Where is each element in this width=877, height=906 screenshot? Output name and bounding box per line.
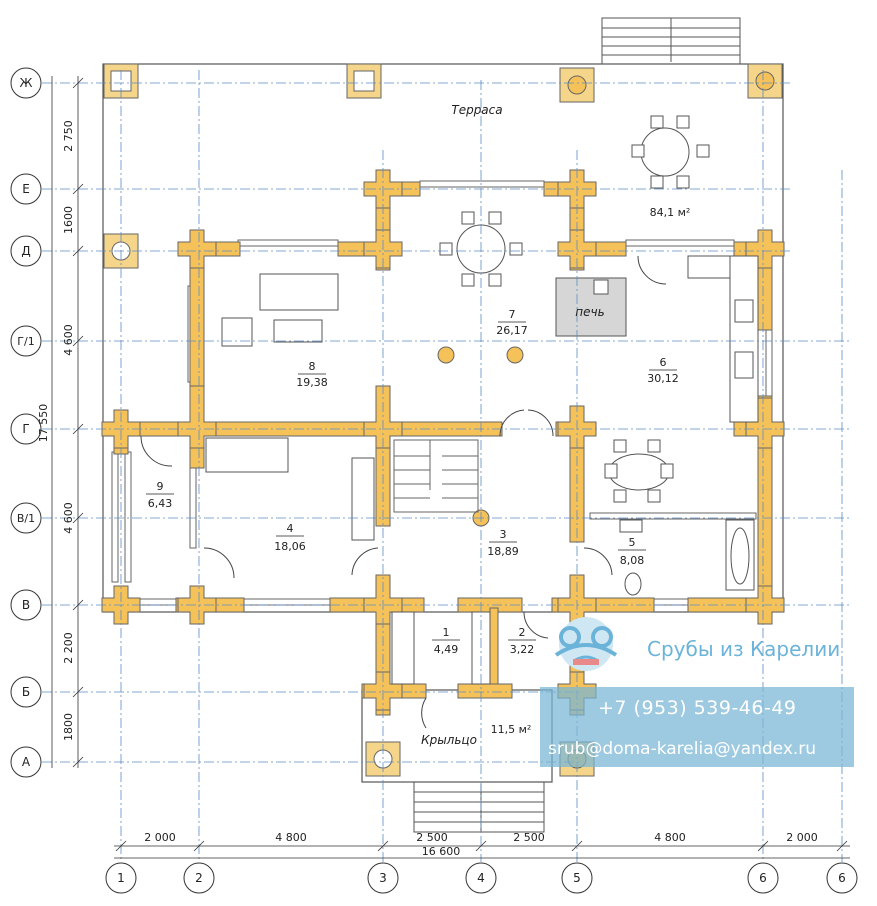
room-area: 4,49 — [434, 643, 459, 656]
dim-left: 4 600 — [62, 502, 75, 534]
dimension-lines — [51, 76, 850, 859]
axis-col-label: 5 — [573, 871, 581, 885]
furniture — [205, 115, 759, 685]
stairs — [393, 439, 479, 513]
room-area: 84,1 м² — [650, 206, 691, 219]
axis-row-label: Г/1 — [17, 335, 34, 348]
room-area: 19,38 — [296, 376, 328, 389]
terrace-steps — [601, 17, 741, 65]
dim-left-total: 17 550 — [37, 404, 50, 443]
room-number: 6 — [660, 356, 667, 369]
room-area: 26,17 — [496, 324, 528, 337]
dim-left: 2 200 — [62, 632, 75, 664]
room-number: 3 — [500, 528, 507, 541]
row-axis-labels: Ж Е Д Г/1 Г В/1 В Б А — [17, 76, 35, 769]
row-axis-markers — [10, 67, 42, 778]
room-area: 3,22 — [510, 643, 535, 656]
axis-col-label: 1 — [117, 871, 125, 885]
dim-bottom: 2 500 — [416, 831, 448, 844]
doors — [140, 255, 667, 729]
room-area: 18,06 — [274, 540, 306, 553]
axis-col-label: 3 — [379, 871, 387, 885]
axis-row-label: Г — [22, 422, 29, 436]
room-number: 1 — [443, 626, 450, 639]
axis-col-label: 2 — [195, 871, 203, 885]
dim-left: 4 600 — [62, 324, 75, 356]
left-dimensions: 2 750 1600 4 600 4 600 2 200 1800 17 550 — [37, 120, 75, 741]
email-address[interactable]: srub@doma-karelia@yandex.ru — [548, 739, 817, 759]
room-area: 30,12 — [647, 372, 679, 385]
axis-row-label: А — [22, 755, 31, 769]
dim-bottom: 2 500 — [513, 831, 545, 844]
room-number: 7 — [509, 308, 516, 321]
brand-name: Срубы из Карелии — [647, 637, 841, 661]
col-axis-markers — [105, 862, 858, 894]
dim-bottom: 2 000 — [786, 831, 818, 844]
col-axis-labels: 1 2 3 4 5 6 6 — [117, 871, 846, 885]
dim-left: 2 750 — [62, 120, 75, 152]
contact-band — [540, 687, 854, 767]
axis-grid — [42, 70, 850, 862]
room-number: 2 — [519, 626, 526, 639]
phone-number[interactable]: +7 (953) 539-46-49 — [598, 697, 797, 719]
axis-row-label: Д — [21, 244, 30, 258]
stove-label: печь — [575, 305, 604, 319]
room-labels: Терраса 84,1 м² 7 26,17 8 19,38 6 30,12 … — [146, 103, 690, 747]
axis-row-label: Б — [22, 685, 30, 699]
logo-mark — [554, 617, 618, 671]
axis-row-label: В — [22, 598, 30, 612]
room-name: Крыльцо — [421, 733, 477, 747]
room-number: 4 — [287, 522, 294, 535]
room-name: Терраса — [451, 103, 502, 117]
axis-col-label: 4 — [477, 871, 485, 885]
dim-bottom: 2 000 — [144, 831, 176, 844]
room-area: 11,5 м² — [491, 723, 532, 736]
room-number: 9 — [157, 480, 164, 493]
room-area: 18,89 — [487, 545, 519, 558]
dim-bottom: 4 800 — [275, 831, 307, 844]
porch-steps — [413, 781, 545, 833]
room-area: 8,08 — [620, 554, 645, 567]
room-area: 6,43 — [148, 497, 173, 510]
axis-row-label: Ж — [20, 76, 33, 90]
watermark-ad: Срубы из Карелии +7 (953) 539-46-49 srub… — [540, 615, 854, 767]
axis-row-label: В/1 — [17, 512, 35, 525]
axis-col-label: 6 — [759, 871, 767, 885]
dim-left: 1600 — [62, 206, 75, 234]
dim-bottom: 4 800 — [654, 831, 686, 844]
room-number: 8 — [309, 360, 316, 373]
axis-row-label: Е — [22, 182, 30, 196]
dim-bottom-total: 16 600 — [422, 845, 461, 858]
axis-col-label: 6 — [838, 871, 846, 885]
bottom-dimensions: 2 000 4 800 2 500 2 500 4 800 2 000 16 6… — [144, 831, 818, 858]
room-number: 5 — [629, 536, 636, 549]
dim-left: 1800 — [62, 713, 75, 741]
